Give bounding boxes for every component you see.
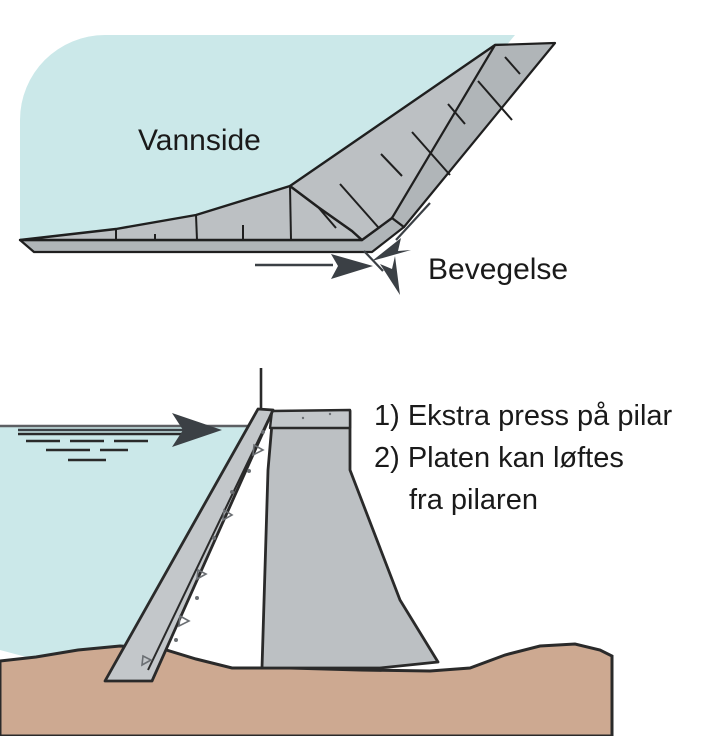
water-flow-arrow (18, 413, 222, 447)
water-level-lines (18, 432, 192, 462)
pillar-top-marks (301, 412, 332, 420)
plate-joint-lines-flat (115, 185, 292, 241)
callout-line-3: fra pilaren (409, 484, 538, 516)
plate-inner-edge-line (147, 419, 269, 671)
movement-arrow-down (363, 250, 400, 295)
callout-line-1: 1) Ekstra press på pilar (374, 400, 673, 432)
upper-panel: Vannside Bevegelse (18, 35, 568, 295)
plate-ramp-top-strip (390, 41, 557, 229)
plate-joint-lines-ramp (317, 56, 521, 229)
dam-pillar-body (260, 409, 440, 670)
movement-arrow-horizontal (255, 254, 373, 279)
callout-line-2: 2) Platen kan løftes (374, 442, 624, 474)
inclined-front-plate (103, 407, 275, 683)
water-region-upper (20, 35, 515, 240)
lower-panel: 1) Ekstra press på pilar 2) Platen kan l… (0, 368, 673, 738)
concrete-aggregate-marks (141, 429, 265, 667)
label-vannside: Vannside (138, 124, 261, 157)
movement-arrow-diagonal (372, 202, 431, 261)
water-region-lower (0, 426, 258, 678)
label-bevegelse: Bevegelse (428, 253, 568, 286)
dam-pillar-top-cap (268, 408, 352, 430)
